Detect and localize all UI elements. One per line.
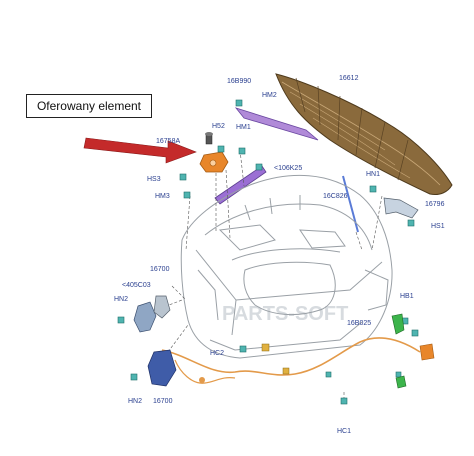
offered-part-bracket <box>199 151 229 173</box>
label-hn1: HN1 <box>366 171 380 178</box>
label-hm3: HM3 <box>155 193 170 200</box>
clip-cable-1 <box>325 371 332 378</box>
label-hn2-bottom: HN2 <box>128 398 142 405</box>
label-106k25: <106K25 <box>274 165 302 172</box>
gas-strut <box>214 165 267 205</box>
clip-hn2-bottom <box>130 373 138 381</box>
leader-lines <box>150 149 383 404</box>
clip-16b025 <box>391 313 405 335</box>
label-16b990: 16B990 <box>227 78 251 85</box>
offered-element-callout: Oferowany element <box>26 94 152 118</box>
label-hm2-top: HM2 <box>262 92 277 99</box>
clip-hm3 <box>183 191 191 199</box>
hood-seal-strip <box>234 107 319 141</box>
clip-cable-2 <box>395 371 402 378</box>
label-hb1: HB1 <box>400 293 414 300</box>
clip-hm2-top <box>235 99 243 107</box>
label-405c03: <405C03 <box>122 282 151 289</box>
hood-hinge <box>383 197 419 219</box>
label-hs1: HS1 <box>431 223 445 230</box>
release-cable <box>161 337 421 376</box>
callout-text: Oferowany element <box>36 99 142 113</box>
cable-end-fitting <box>419 343 435 361</box>
red-callout-arrow <box>83 137 197 164</box>
label-hc2: HC2 <box>210 350 224 357</box>
hood-lock-parts <box>199 343 290 383</box>
hood-panel <box>275 73 453 195</box>
prop-rod <box>342 175 359 233</box>
clip-hn2-top <box>117 316 125 324</box>
label-16700-bottom: 16700 <box>153 398 173 405</box>
release-cable-branch <box>174 359 236 384</box>
label-16b025: 16B025 <box>347 320 371 327</box>
label-16700-top: 16700 <box>150 266 170 273</box>
clip-hc2 <box>239 345 247 353</box>
left-hinge-assembly <box>133 295 177 387</box>
label-h52: H52 <box>212 123 225 130</box>
label-hm1: HM1 <box>236 124 251 131</box>
label-hc1: HC1 <box>337 428 351 435</box>
clip-hn1 <box>369 185 377 193</box>
clip-hm1 <box>238 147 246 155</box>
label-hs3: HS3 <box>147 176 161 183</box>
label-16758a: 16758A <box>156 138 180 145</box>
clip-hs1 <box>407 219 415 227</box>
car-front-outline <box>180 174 393 359</box>
hood-latch-bolt <box>205 132 213 145</box>
clip-green-lower <box>395 375 407 389</box>
clip-hc1 <box>340 397 348 405</box>
label-16c826: 16C826 <box>323 193 348 200</box>
clip-h52 <box>217 145 225 153</box>
label-16612: 16612 <box>339 75 359 82</box>
clip-hb1-b <box>411 329 419 337</box>
label-16796: 16796 <box>425 201 445 208</box>
clip-106k25 <box>255 163 263 171</box>
clip-hs3 <box>179 173 187 181</box>
label-hn2-top: HN2 <box>114 296 128 303</box>
